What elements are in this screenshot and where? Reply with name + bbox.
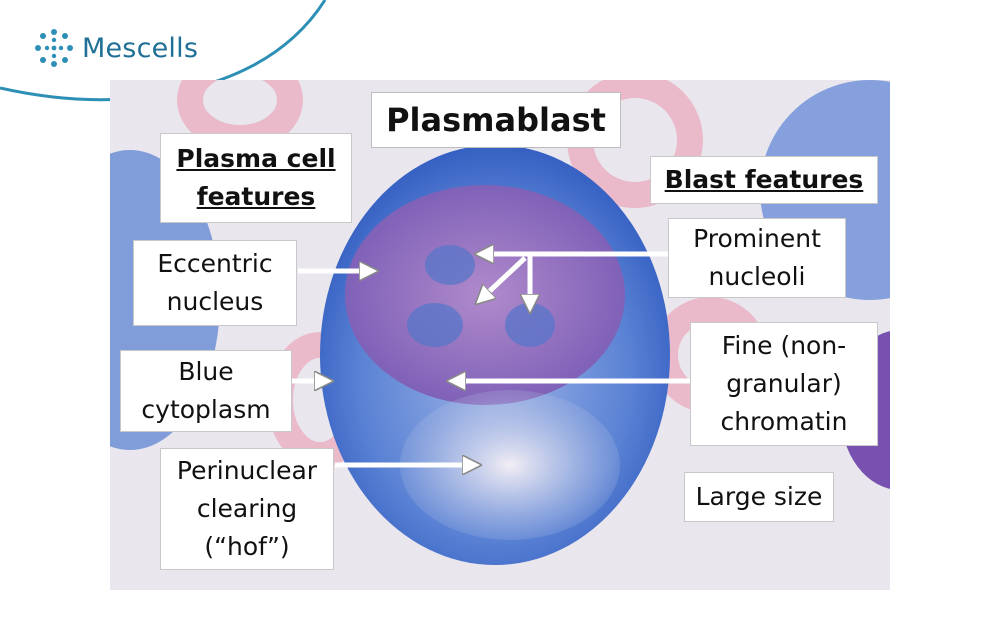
label-line: Eccentric [157, 249, 273, 278]
label-line: clearing [196, 494, 298, 523]
label-line: cytoplasm [141, 395, 271, 424]
dotted-ring-logo-icon [35, 29, 73, 67]
label-line: granular) [726, 369, 842, 398]
label-fine-chromatin: Fine (non- granular) chromatin [690, 322, 878, 446]
label-line: Fine (non- [721, 331, 847, 360]
brand-name: Mescells [82, 32, 199, 64]
label-line: Large size [695, 482, 823, 511]
label-blue-cytoplasm: Blue cytoplasm [120, 350, 292, 432]
label-eccentric-nucleus: Eccentric nucleus [133, 240, 297, 326]
page-title: Plasmablast [371, 92, 621, 148]
label-prominent-nucleoli: Prominent nucleoli [668, 218, 846, 298]
label-line: (“hof”) [204, 532, 290, 561]
brand[interactable]: Mescells [34, 28, 198, 68]
label-line: Perinuclear [176, 456, 318, 485]
left-heading-line-1: Plasma cell [176, 144, 336, 173]
label-perinuclear-clearing: Perinuclear clearing (“hof”) [160, 448, 334, 570]
label-line: chromatin [720, 407, 848, 436]
label-line: Prominent [693, 224, 821, 253]
right-heading-text: Blast features [664, 165, 864, 194]
title-text: Plasmablast [386, 101, 606, 139]
right-heading: Blast features [650, 156, 878, 204]
label-line: nucleoli [708, 262, 806, 291]
label-line: nucleus [166, 287, 264, 316]
left-heading-line-2: features [196, 182, 316, 211]
left-heading: Plasma cell features [160, 133, 352, 223]
label-large-size: Large size [684, 472, 834, 522]
label-line: Blue [178, 357, 234, 386]
